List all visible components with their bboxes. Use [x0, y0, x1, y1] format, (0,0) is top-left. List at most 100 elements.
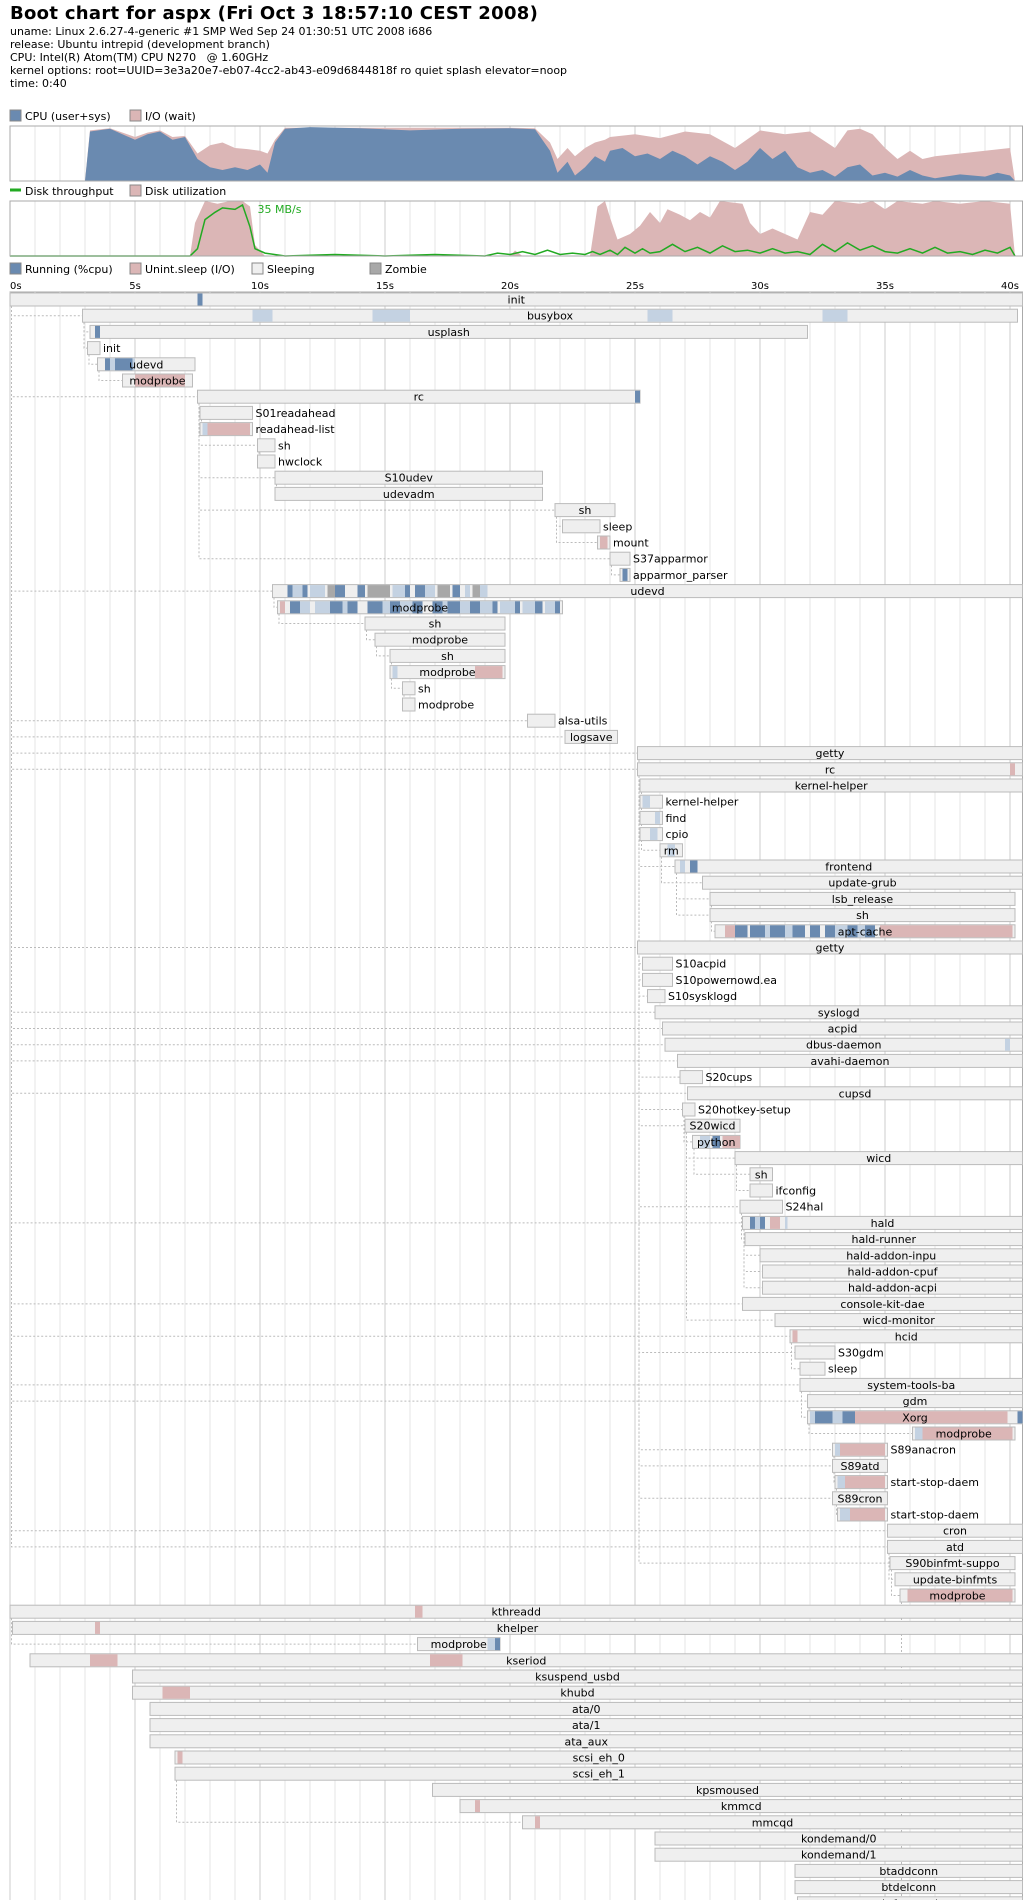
x-tick-label: 15s	[376, 281, 394, 292]
process-cpu-segment	[750, 925, 765, 938]
process-light-cpu-segment	[545, 601, 555, 614]
process-name-label: wicd-monitor	[863, 1314, 936, 1327]
process-tree-connector	[888, 1553, 895, 1580]
process-name-label: hald-addon-cpuf	[848, 1266, 939, 1279]
process-tree-connector	[801, 1391, 808, 1418]
process-name-label: sh	[755, 1168, 768, 1181]
process-bar	[637, 762, 1023, 777]
process-bar	[807, 1394, 1023, 1409]
process-tree-connector	[736, 1164, 750, 1191]
process-light-cpu-segment	[442, 601, 448, 614]
process-io-segment	[907, 1589, 1013, 1602]
process-name-label: ifconfig	[776, 1185, 817, 1198]
process-name-label: kseriod	[506, 1654, 546, 1667]
process-name-label: udevadm	[383, 488, 435, 501]
process-light-cpu-segment	[342, 601, 348, 614]
process-light-cpu-segment	[480, 585, 488, 598]
process-tree-connector	[376, 646, 390, 657]
process-bar	[174, 1750, 1023, 1765]
process-name-label: S01readahead	[256, 407, 336, 420]
process-bar	[762, 1280, 1023, 1295]
process-bar	[642, 972, 673, 987]
process-name-label: lsb_release	[832, 893, 894, 906]
process-bar	[687, 1086, 1023, 1101]
process-light-cpu-segment	[915, 1427, 923, 1440]
process-name-label: init	[508, 294, 526, 307]
process-cpu-segment	[357, 585, 365, 598]
process-cpu-segment	[815, 1411, 833, 1424]
process-cpu-segment	[105, 358, 110, 371]
process-light-cpu-segment	[810, 1411, 815, 1424]
process-cpu-segment	[635, 390, 640, 403]
process-light-cpu-segment	[372, 309, 410, 322]
process-name-label: kthreadd	[492, 1606, 541, 1619]
process-bar	[527, 713, 556, 728]
zombie-legend-swatch	[369, 262, 382, 275]
process-cpu-segment	[115, 358, 123, 371]
process-bar	[149, 1718, 1023, 1733]
process-name-label: wicd	[866, 1152, 891, 1165]
process-bar	[9, 1604, 1023, 1619]
process-cpu-segment	[447, 601, 460, 614]
process-name-label: khubd	[560, 1687, 594, 1700]
process-bar	[709, 891, 1016, 906]
release-info: release: Ubuntu intrepid (development br…	[10, 38, 270, 51]
process-bar	[887, 1523, 1023, 1538]
disk-chart: 35 MB/s	[9, 200, 1023, 257]
process-tree-connector	[366, 630, 375, 641]
disk-throughput-line	[10, 203, 1016, 257]
process-bar	[459, 1799, 1023, 1814]
process-name-label: S20cups	[706, 1071, 753, 1084]
process-name-label: ata/1	[572, 1719, 601, 1732]
process-tree-connector	[98, 370, 123, 381]
kernel-options-info: kernel options: root=UUID=3e3a20e7-eb07-…	[10, 64, 568, 77]
process-bar	[374, 632, 506, 647]
process-light-cpu-segment	[487, 1638, 495, 1651]
process-name-label: kpsmoused	[696, 1784, 759, 1797]
process-io-segment	[475, 1800, 480, 1813]
process-io-segment	[880, 925, 1013, 938]
uname-info: uname: Linux 2.6.27-4-generic #1 SMP Wed…	[10, 25, 433, 38]
process-name-label: kmmcd	[721, 1800, 762, 1813]
process-bar	[274, 486, 543, 501]
process-name-label: sh	[429, 618, 442, 631]
process-io-segment	[922, 1427, 1013, 1440]
process-bar	[637, 940, 1023, 955]
process-bar	[674, 859, 1023, 874]
process-light-cpu-segment	[110, 358, 115, 371]
process-light-cpu-segment	[425, 585, 435, 598]
io-legend-swatch	[129, 109, 142, 122]
process-bar	[789, 1329, 1023, 1344]
process-light-cpu-segment	[857, 925, 865, 938]
process-zombie-segment	[472, 585, 480, 598]
process-io-segment	[280, 601, 285, 614]
process-io-segment	[207, 423, 250, 436]
process-name-label: modprobe	[418, 699, 474, 712]
process-cpu-segment	[770, 925, 785, 938]
disk-utilization-legend-swatch	[129, 184, 142, 197]
process-cpu-segment	[367, 601, 383, 614]
process-name-label: Xorg	[902, 1411, 928, 1424]
process-name-label: busybox	[527, 310, 574, 323]
process-name-label: sh	[278, 439, 291, 452]
process-bar	[257, 454, 276, 469]
process-name-label: mount	[613, 537, 649, 550]
process-bar	[749, 1183, 773, 1198]
process-light-cpu-segment	[832, 1411, 843, 1424]
process-tree-connector	[83, 322, 88, 349]
process-bar	[889, 1556, 1016, 1571]
process-tree-connector	[273, 597, 278, 608]
process-tree-connector	[11, 306, 800, 1386]
process-name-label: scsi_eh_0	[573, 1752, 625, 1765]
process-name-label: hwclock	[278, 456, 323, 469]
process-tree-connector	[11, 1618, 418, 1645]
x-tick-label: 40s	[1001, 281, 1019, 292]
process-io-segment	[725, 925, 735, 938]
process-bar	[744, 1232, 1023, 1247]
cpu-legend: CPU (user+sys) I/O (wait)	[9, 109, 196, 123]
process-name-label: rc	[825, 763, 835, 776]
process-bar	[742, 1215, 1023, 1230]
process-light-cpu-segment	[132, 358, 135, 371]
process-name-label: rc	[414, 391, 424, 404]
